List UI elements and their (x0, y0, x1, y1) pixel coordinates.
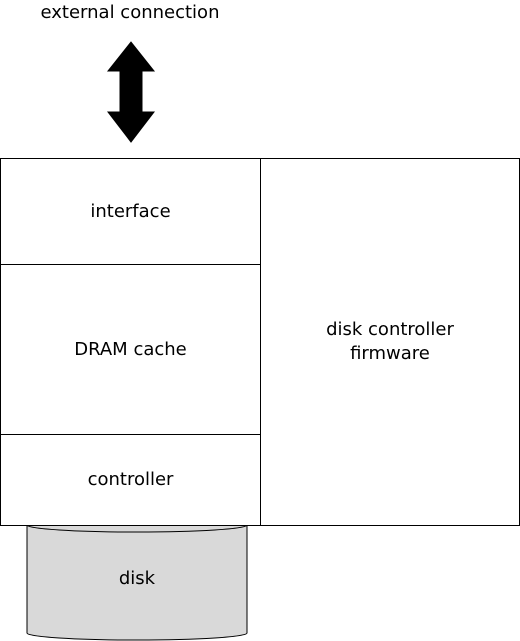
firmware-label-line2: firmware (350, 343, 430, 364)
disk-label: disk (118, 568, 156, 589)
dram-cache-label: DRAM cache (74, 338, 187, 360)
bidirectional-arrow-icon (106, 41, 156, 143)
controller-block: controller (0, 434, 261, 526)
interface-label: interface (90, 200, 171, 222)
controller-label: controller (87, 469, 174, 490)
interface-block: interface (0, 158, 261, 265)
disk-body (26, 525, 248, 641)
external-connection-label: external connection (40, 2, 220, 23)
firmware-text: disk controller firmware (326, 318, 454, 366)
firmware-label-line1: disk controller (326, 319, 454, 340)
dram-cache-block: DRAM cache (0, 264, 261, 435)
disk-controller-firmware-block: disk controller firmware (260, 158, 520, 526)
